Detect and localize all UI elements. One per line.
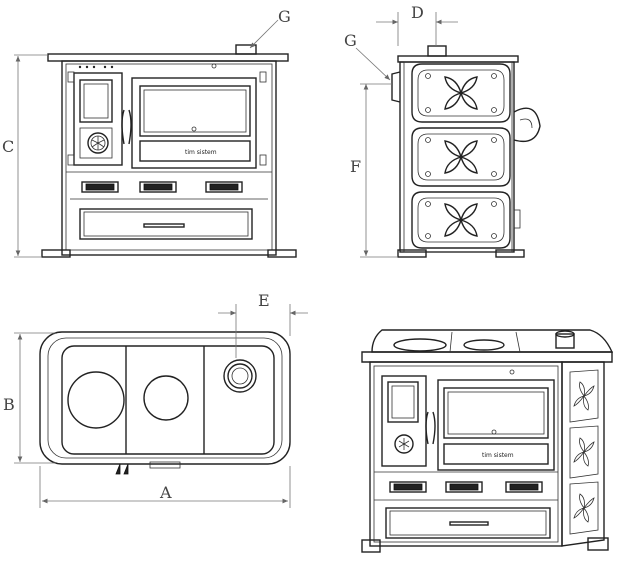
label-c: C: [2, 137, 14, 156]
iso-fan-icon: [394, 434, 414, 454]
decor-tile-1: [411, 63, 511, 123]
iso-brand-label: tim sistem: [482, 452, 514, 459]
side-view: D G F: [344, 3, 541, 258]
chimney-outlet-icon: [223, 359, 257, 393]
air-regulator-fan-icon: [87, 132, 109, 154]
front-brand-label: tim sistem: [185, 149, 217, 156]
label-g-side: G: [344, 31, 357, 50]
label-b: B: [3, 395, 15, 414]
decor-tile-3: [411, 191, 511, 249]
decor-tile-2: [411, 127, 511, 187]
top-view: E B A: [3, 291, 308, 508]
label-e: E: [258, 291, 270, 310]
label-g-front: G: [278, 7, 291, 26]
label-f: F: [350, 157, 361, 176]
label-a: A: [159, 483, 172, 502]
label-d: D: [411, 3, 424, 22]
front-view: tim sistem G C: [2, 7, 297, 258]
isometric-view: tim sistem: [361, 329, 614, 553]
